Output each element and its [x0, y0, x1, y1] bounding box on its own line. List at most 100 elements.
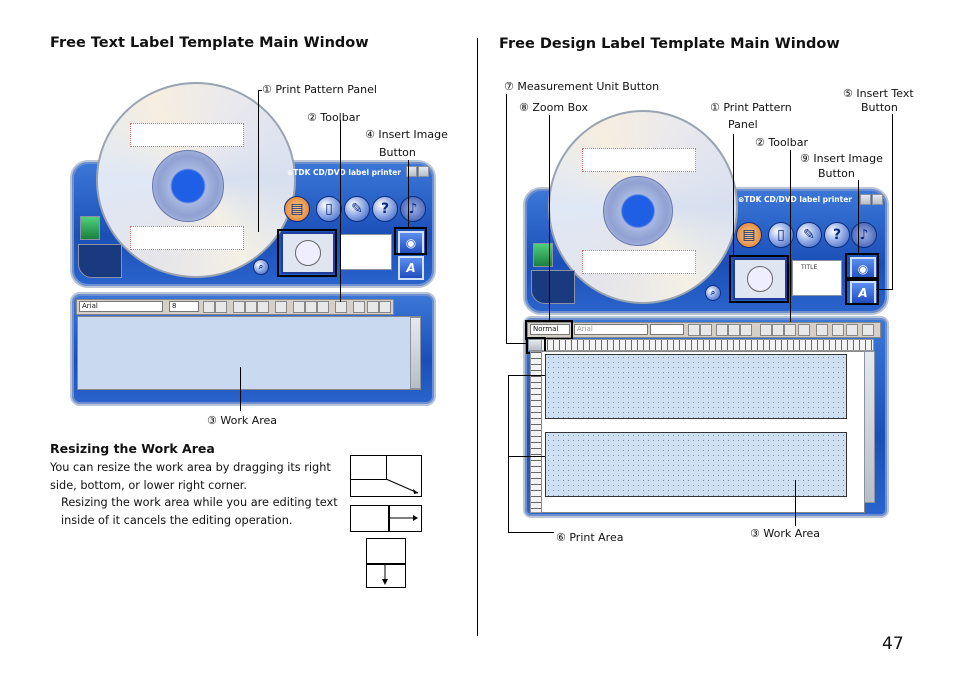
right-align-right-icon[interactable] [740, 324, 752, 336]
callout-insert-image-right-line2: Button [818, 167, 855, 180]
leader-line [240, 367, 241, 411]
page-number: 47 [882, 634, 904, 654]
right-help-icon[interactable]: ? [824, 222, 850, 248]
zoom-icon[interactable]: ⌕ [253, 259, 269, 275]
paste-icon[interactable] [317, 301, 329, 313]
leader-line [506, 94, 507, 344]
text-color-icon[interactable] [275, 301, 287, 313]
label-text-box-bottom[interactable] [130, 226, 244, 250]
settings-wrench-icon[interactable]: ✎ [344, 196, 370, 222]
right-eject-icon[interactable] [533, 243, 553, 267]
leader-line [876, 289, 892, 290]
right-export-icon[interactable] [862, 324, 874, 336]
insert-text-icon[interactable]: A [398, 256, 424, 280]
align-right-icon[interactable] [257, 301, 269, 313]
right-eye-icon[interactable] [846, 324, 858, 336]
work-area-scrollbar[interactable] [410, 317, 421, 389]
right-frame-icon[interactable] [832, 324, 844, 336]
callout-print-pattern-line1: ① Print Pattern [710, 101, 792, 114]
arrow-right-icon [389, 515, 418, 521]
right-close-button[interactable] [872, 194, 883, 205]
right-cut-icon[interactable] [760, 324, 772, 336]
right-highlight-print-pattern [729, 255, 789, 303]
image-icon[interactable] [335, 301, 347, 313]
work-area[interactable] [77, 316, 421, 390]
resize-para1-line1: You can resize the work area by dragging… [50, 461, 331, 474]
callout-print-pattern-panel: ① Print Pattern Panel [262, 83, 377, 96]
leader-line [790, 150, 791, 322]
right-zoom-icon[interactable]: ⌕ [705, 285, 721, 301]
right-print-icon[interactable]: ▤ [736, 222, 762, 248]
right-align-center-icon[interactable] [728, 324, 740, 336]
callout-insert-image-line2: Button [379, 146, 416, 159]
callout-work-area: ③ Work Area [207, 414, 278, 427]
resize-para2-line1: Resizing the work area while you are edi… [61, 496, 338, 509]
leader-line [508, 532, 554, 533]
callout-insert-image-line1: ④ Insert Image [365, 128, 448, 141]
column-divider [477, 38, 478, 636]
leader-line [858, 180, 859, 254]
eye-icon[interactable] [367, 301, 379, 313]
minimize-button[interactable] [406, 166, 417, 177]
right-paste-icon[interactable] [784, 324, 796, 336]
right-copy-icon[interactable] [772, 324, 784, 336]
leader-line [258, 90, 259, 232]
right-printer-icon[interactable] [531, 270, 575, 304]
left-section-title: Free Text Label Template Main Window [50, 35, 369, 51]
arrow-down-icon [382, 563, 388, 585]
highlight-print-pattern [277, 229, 337, 277]
right-new-file-icon[interactable]: ▯ [768, 222, 794, 248]
new-file-icon[interactable]: ▯ [316, 196, 342, 222]
pattern-disc-icon [295, 240, 321, 266]
callout-toolbar: ② Toolbar [307, 111, 360, 124]
align-center-icon[interactable] [245, 301, 257, 313]
right-bold-icon[interactable] [688, 324, 700, 336]
right-italic-icon[interactable] [700, 324, 712, 336]
print-area-top[interactable] [545, 354, 847, 419]
zoom-box-select[interactable]: Normal [530, 324, 570, 335]
pattern-preview-title [340, 234, 392, 270]
bold-icon[interactable] [203, 301, 215, 313]
callout-insert-text-line1: ⑤ Insert Text [843, 87, 914, 100]
label-text-box-top[interactable] [130, 123, 244, 147]
print-area-bottom[interactable] [545, 432, 847, 497]
pattern-title-text: TITLE [801, 264, 818, 271]
leader-line [258, 90, 262, 91]
print-icon[interactable]: ▤ [284, 196, 310, 222]
leader-line [733, 134, 734, 256]
export-icon[interactable] [379, 301, 391, 313]
right-work-area-scrollbar[interactable] [864, 351, 875, 503]
right-label-box-top[interactable] [582, 148, 696, 172]
right-font-name-select[interactable]: Arial [574, 324, 648, 335]
help-icon[interactable]: ? [372, 196, 398, 222]
leader-line [340, 120, 341, 302]
printer-icon[interactable] [78, 244, 122, 278]
eject-icon[interactable] [80, 216, 100, 240]
right-toolbar: Normal Arial [527, 322, 881, 338]
right-print-pattern-panel[interactable] [733, 258, 787, 300]
leader-line [506, 343, 528, 344]
leader-line [549, 115, 550, 321]
highlight-insert-image [394, 227, 427, 255]
shape-icon[interactable] [353, 301, 365, 313]
cut-icon[interactable] [293, 301, 305, 313]
right-image-icon[interactable] [798, 324, 810, 336]
right-wrench-icon[interactable]: ✎ [796, 222, 822, 248]
leader-line [508, 375, 545, 376]
right-label-box-bottom[interactable] [582, 250, 696, 274]
right-minimize-button[interactable] [860, 194, 871, 205]
font-name-select[interactable]: Arial [79, 301, 163, 312]
close-button[interactable] [418, 166, 429, 177]
copy-icon[interactable] [305, 301, 317, 313]
right-font-size-select[interactable] [650, 324, 684, 335]
italic-icon[interactable] [215, 301, 227, 313]
measurement-unit-button[interactable] [528, 339, 542, 351]
mic-icon[interactable]: ♪ [400, 196, 426, 222]
right-mic-icon[interactable]: ♪ [851, 222, 877, 248]
right-align-left-icon[interactable] [716, 324, 728, 336]
right-shape-icon[interactable] [816, 324, 828, 336]
resize-para2-line2: inside of it cancels the editing operati… [61, 514, 293, 527]
align-left-icon[interactable] [233, 301, 245, 313]
print-pattern-panel[interactable] [281, 232, 335, 274]
font-size-select[interactable]: 8 [169, 301, 199, 312]
